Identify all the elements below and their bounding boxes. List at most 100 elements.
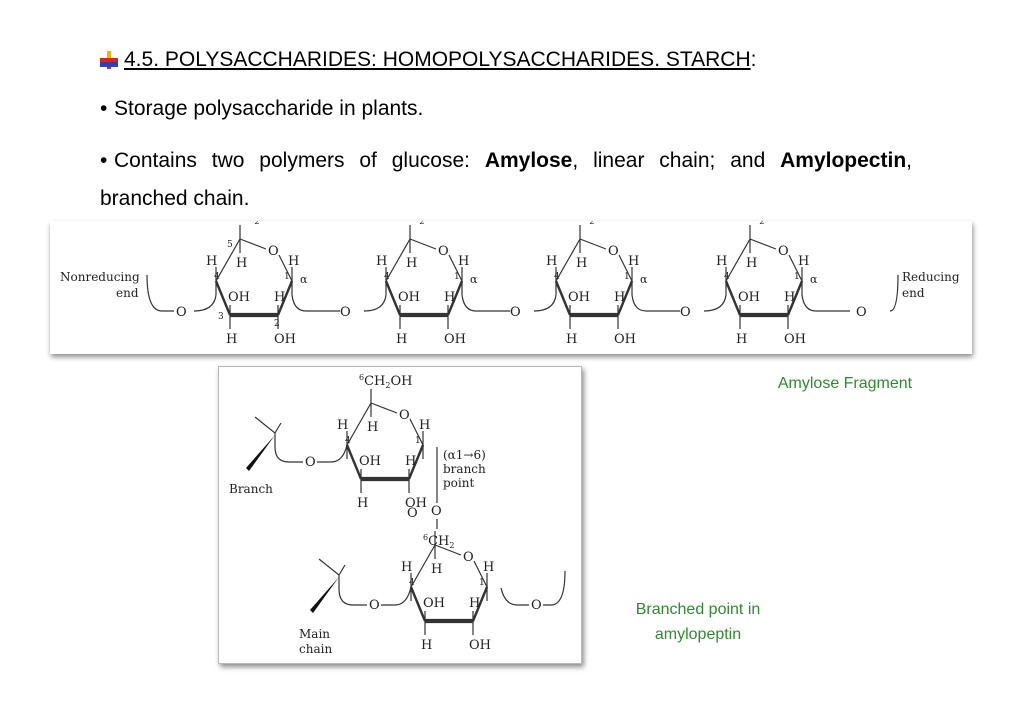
ring-oxygen: O [463,550,474,565]
glycosidic-bond [533,294,557,312]
branch-point-label-2: branch [443,462,486,476]
ring-bond [788,254,803,282]
alpha-1-6-oxygen: O [431,504,442,519]
hydrogen-label: H [576,256,587,271]
bullet-arrow-icon [100,51,118,69]
bullet-dot: • [100,97,108,120]
title-colon: : [750,48,757,71]
main-chain-bond [381,586,412,606]
hydrogen-label: H [784,290,795,305]
glycosidic-oxygen: O [680,305,691,320]
ring-bond [215,238,241,282]
ring-bond [749,238,777,250]
main-chain-bond [318,558,367,606]
main-chain-label-2: chain [299,642,332,656]
reducing-end-label: end [902,286,925,300]
glucose-residue: OHHHOHHHOH41αCH2OH [376,210,478,347]
hydrogen-label: H [288,254,299,269]
ring-bond [473,560,488,588]
hydrogen-label: H [376,254,387,269]
alpha-label: α [640,273,648,286]
branch-chain-bond [274,422,282,434]
glycosidic-oxygen: O [305,455,316,470]
hydrogen-label: H [396,332,407,347]
branch-point-label-3: point [443,476,474,490]
glycosidic-bond [801,294,850,312]
glycosidic-oxygen: O [369,598,380,613]
carbon-number: 1 [454,272,460,282]
glycosidic-oxygen: O [176,305,187,320]
nonreducing-end-label: end [116,286,139,300]
slide-title: 4.5. POLYSACCHARIDES: HOMOPOLYSACCHARIDE… [100,46,756,74]
hydrogen-label: H [458,254,469,269]
glucose-residue: OHHHOHHHOH41αCH2OH [716,210,818,347]
alpha-label: α [470,273,478,286]
ring-bond [555,238,581,282]
carbon-number: 5 [227,240,233,250]
alpha-label: α [810,273,818,286]
glucose-residue: OHHHOHHHOH41532α6CH2OH [206,209,308,347]
bullet-polymers-mid: , linear chain; and [572,149,781,172]
ring-bond [385,238,411,282]
ring-bond [786,280,804,316]
glycosidic-bond [703,294,727,312]
hydrogen-label: H [746,256,757,271]
ch2oh-label: CH2OH [738,221,786,226]
carbon-number: 1 [284,272,290,282]
ring-bond [724,280,742,316]
ring-bond [370,402,398,414]
ring-bond [346,402,372,446]
bullet-polymers: •Contains two polymers of glucose: Amylo… [100,142,912,218]
carbon-number: 1 [415,436,421,446]
branch-caption-line-1: Branched point in [635,601,761,618]
ring-bond [239,238,267,250]
hydroxyl-label: OH [444,332,466,347]
hydrogen-label: H [736,332,747,347]
glycosidic-bond [631,294,680,312]
carbon-number: 3 [218,312,224,322]
hydroxyl-label: OH [784,332,806,347]
branch-chain-bond [254,416,303,463]
alpha-label: α [300,273,308,286]
branch-point-figure: Branch Main chain (α1→6) branch point O … [218,366,582,664]
ch2oh-label: CH2OH [568,221,616,226]
chain-bond-left [146,274,174,312]
nonreducing-label: Nonreducing [60,270,140,284]
bullet-polymers-pre: Contains two polymers of glucose: [114,149,485,172]
hydrogen-label: H [226,332,237,347]
bullet-storage: •Storage polysaccharide in plants. [100,95,423,123]
glycosidic-bond [461,294,510,312]
hydrogen-label: H [357,496,368,511]
carbon-number: 4 [724,272,730,282]
hydrogen-label: H [628,254,639,269]
hydrogen-label: H [406,256,417,271]
ring-bond [618,254,633,282]
main-chain-label-1: Main [299,627,330,641]
ring-bond [410,544,436,588]
ring-bond [278,254,293,282]
carbon-number: 1 [624,272,630,282]
hydrogen-label: H [236,256,247,271]
hydrogen-label: H [419,418,430,433]
ring-bond [725,238,751,282]
hydroxyl-label: OH [469,638,491,653]
ch2oh-label: 6CH2OH [359,373,412,390]
ring-oxygen: O [268,244,279,259]
glycosidic-oxygen: O [510,305,521,320]
ring-bond [579,238,607,250]
hydroxyl-label: OH [568,290,590,305]
hydroxyl-label: OH [405,496,427,511]
carbon-number: 1 [794,272,800,282]
bullet-dot: • [100,149,108,172]
hydrogen-label: H [483,560,494,575]
ring-bond [616,280,634,316]
ring-bond [448,254,463,282]
hydroxyl-label: OH [423,596,445,611]
ring-bond [434,544,462,556]
glycosidic-bond [193,294,217,312]
ring-bond [214,280,232,316]
glycosidic-oxygen: O [531,598,542,613]
